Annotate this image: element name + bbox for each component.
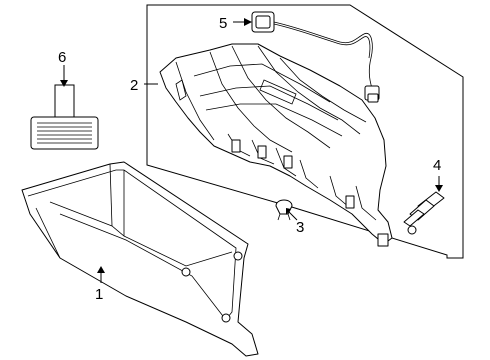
pad-arrow bbox=[60, 80, 68, 87]
housing-part bbox=[159, 43, 393, 247]
callout-housing: 2 bbox=[130, 77, 138, 94]
bumper-arrow bbox=[286, 208, 291, 215]
lamp-arrow bbox=[244, 18, 252, 26]
callout-glove-box: 1 bbox=[95, 286, 103, 303]
callout-bumper: 3 bbox=[296, 219, 304, 236]
bumper-leader bbox=[287, 210, 298, 221]
callout-lamp: 5 bbox=[219, 15, 227, 32]
damper-part bbox=[403, 191, 445, 235]
glove-box-part bbox=[21, 161, 259, 357]
damper-arrow bbox=[435, 185, 443, 192]
glove-box-arrow bbox=[97, 266, 105, 273]
assembly-frame bbox=[146, 4, 464, 259]
pad-part bbox=[30, 84, 99, 150]
callout-damper: 4 bbox=[433, 157, 441, 174]
callout-pad: 6 bbox=[58, 49, 66, 66]
lamp-part bbox=[251, 11, 380, 103]
